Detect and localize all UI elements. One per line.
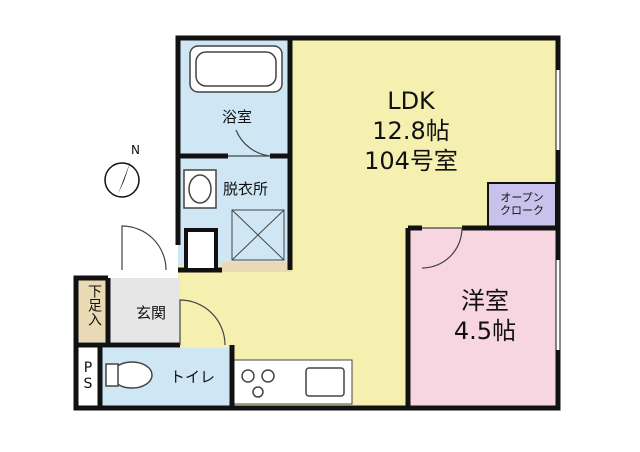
- toilet-label: トイレ: [170, 368, 216, 386]
- toilet-door-swing: [179, 299, 226, 346]
- western-door-swing: [421, 227, 463, 269]
- open-closet-line-1: オープン: [500, 191, 544, 204]
- western-room-label: 洋室 4.5帖: [440, 286, 530, 346]
- western-room-floor: [408, 228, 558, 408]
- open-closet-label: オープン クローク: [490, 191, 554, 217]
- stove-burner-icon: [241, 369, 255, 383]
- doors: [121, 70, 560, 350]
- compass-ring: [104, 162, 140, 198]
- entrance-step: [222, 262, 292, 272]
- entrance-door-swing: [121, 225, 167, 271]
- shoe-box-label: 下足入: [86, 284, 102, 326]
- sink-icon: [305, 367, 345, 397]
- western-room-size: 4.5帖: [453, 317, 517, 345]
- shoe-box-floor: [76, 278, 108, 342]
- washbasin-bowl: [188, 174, 212, 204]
- outer-wall: [73, 35, 561, 411]
- entrance-label: 玄関: [136, 304, 167, 322]
- ldk-size: 12.8帖: [372, 117, 450, 145]
- pipe-space-label: PS: [80, 360, 96, 392]
- stove-burner-icon-3: [252, 386, 264, 398]
- bath-door-swing: [228, 129, 271, 157]
- compass-icon: [104, 160, 140, 198]
- entrance-floor: [108, 278, 180, 342]
- toilet-tank-icon: [105, 363, 119, 387]
- bath-label: 浴室: [222, 108, 253, 126]
- closet-floor: [487, 182, 557, 229]
- bathtub-icon: [189, 45, 283, 93]
- western-room-name: 洋室: [461, 287, 509, 315]
- dressing-column: [184, 228, 218, 272]
- ldk-name: LDK: [387, 87, 435, 115]
- washing-machine-cross-b: [231, 209, 285, 261]
- open-closet-line-2: クローク: [500, 204, 544, 217]
- unit-number: 104号室: [364, 147, 458, 175]
- fixtures: [105, 45, 345, 398]
- stove-burner-icon-2: [261, 369, 275, 383]
- compass-needle: [118, 160, 131, 194]
- compass-north-label: N: [131, 143, 140, 157]
- room-fills: [76, 38, 558, 408]
- dressing-label: 脱衣所: [223, 180, 269, 198]
- ldk-label: LDK 12.8帖 104号室: [356, 86, 466, 176]
- bathtub-inner: [195, 51, 277, 87]
